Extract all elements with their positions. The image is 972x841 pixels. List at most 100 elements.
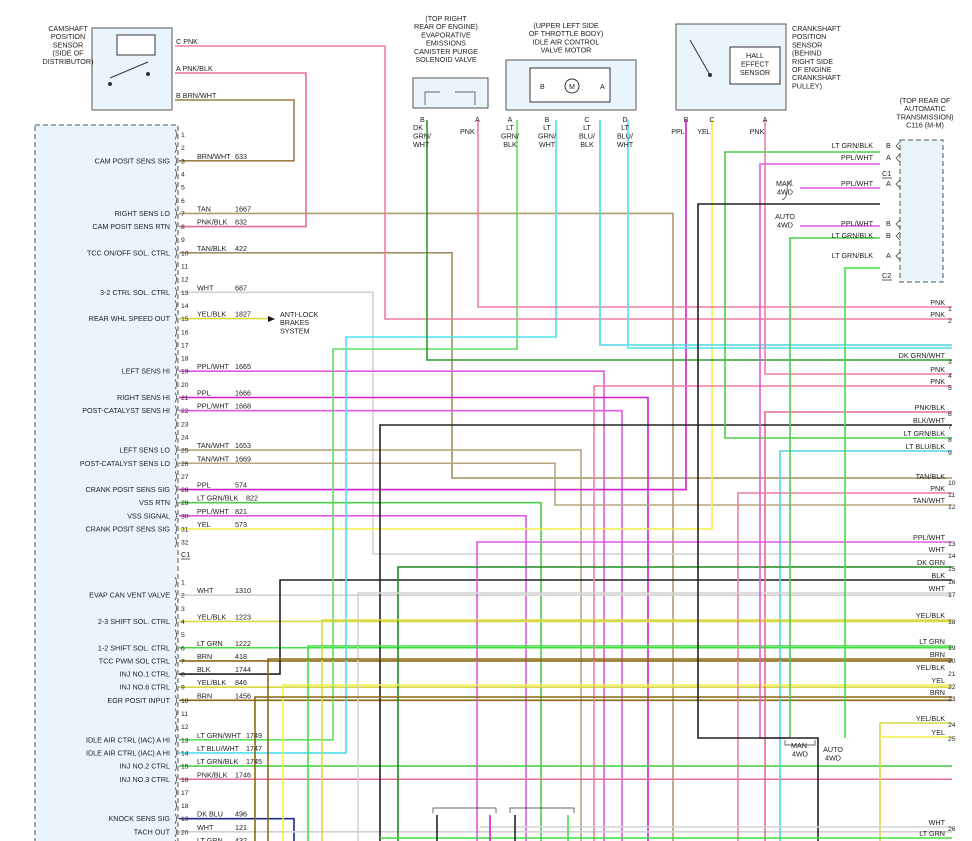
wire-yel-blk-24 xyxy=(879,722,952,841)
crank-wire-color: PNK xyxy=(750,127,765,136)
evap-wire-color: DK xyxy=(413,123,423,132)
ecm-circuit-number: 633 xyxy=(235,152,247,161)
evap-pin: A xyxy=(475,115,480,124)
ecm-pin-mark xyxy=(174,747,177,759)
ecm-pin-mark xyxy=(174,800,177,811)
right-terminal-number: 13 xyxy=(948,541,956,548)
ecm-c1-connector-label: C1 xyxy=(181,550,190,559)
ecm-pin-mark xyxy=(174,234,177,245)
ecm-pin-mark xyxy=(174,326,177,337)
right-terminal-number: 5 xyxy=(948,385,952,392)
ecm-wire-color: BLK xyxy=(197,665,211,674)
ecm-pin-number: 3 xyxy=(181,606,185,613)
ecm-circuit-number: 1310 xyxy=(235,586,251,595)
ecm-pin-number: 1 xyxy=(181,580,185,587)
right-terminal-number: 18 xyxy=(948,619,956,626)
ecm-pin-number: 16 xyxy=(181,777,189,784)
transmission-label: (TOP REAR OF xyxy=(900,96,951,105)
auto-4wd-label-bottom: 4WD xyxy=(825,753,841,762)
ecm-wire-color: WHT xyxy=(197,823,214,832)
ecm-pin-mark xyxy=(174,208,177,219)
ecm-pin-number: 21 xyxy=(181,395,189,402)
right-terminal-color: YEL xyxy=(931,728,945,737)
trans-pin: B xyxy=(886,231,891,240)
man-4wd-label: MAN. xyxy=(776,179,794,188)
ecm-pin-number: 18 xyxy=(181,356,189,363)
ecm-pin-number: 29 xyxy=(181,500,189,507)
ecm-circuit-number: 1747 xyxy=(246,744,262,753)
ecm-pin-number: 8 xyxy=(181,224,185,231)
iac-wire-color: WHT xyxy=(539,140,556,149)
wire-trans-lt-grn-blk-4 xyxy=(844,267,880,738)
ecm-wire-color: BRN xyxy=(197,652,212,661)
ecm-pin-mark xyxy=(174,431,177,443)
hall-sensor-label: SENSOR xyxy=(740,68,770,77)
right-terminal-number: 17 xyxy=(948,592,956,599)
ecm-circuit-number: 1222 xyxy=(235,639,251,648)
wire-blk-1744 xyxy=(179,579,952,675)
ecm-pin-number: 20 xyxy=(181,829,189,836)
ecm-pin-number: 13 xyxy=(181,737,189,744)
right-terminal-number: 4 xyxy=(948,373,952,380)
ecm-pin-mark xyxy=(174,576,177,588)
ecm-pin-number: 31 xyxy=(181,527,189,534)
wire-trans-lt-grn-blk-3 xyxy=(789,237,880,738)
ecm-pin-label: 1-2 SHIFT SOL. CTRL xyxy=(98,643,170,652)
trans-pin-mark xyxy=(895,153,901,163)
wire-blk-wht-7 xyxy=(379,424,952,841)
evap-wire-color: GRN/ xyxy=(413,131,431,140)
iac-pin: C xyxy=(584,115,589,124)
evap-valve-label: SOLENOID VALVE xyxy=(415,55,476,64)
ecm-pin-label: EGR POSIT INPUT xyxy=(107,696,170,705)
wire-pnk-blk-6 xyxy=(764,411,952,841)
crank-pin: A xyxy=(763,115,768,124)
motor-icon xyxy=(564,78,580,94)
ecm-pin-label: INJ NO.6 CTRL xyxy=(120,683,170,692)
ecm-circuit-number: 574 xyxy=(235,481,247,490)
crank-sensor-label: POSITION xyxy=(792,32,826,41)
wire-layer xyxy=(175,45,952,841)
trans-wire-color: PPL/WHT xyxy=(841,219,874,228)
iac-wire-color: BLK xyxy=(580,140,594,149)
antilock-label: ANTI-LOCK xyxy=(280,310,319,319)
ecm-pin-mark xyxy=(174,339,177,351)
wire-lt-blu-wht-1747 xyxy=(179,120,557,754)
wire-lt-grn-blk-8 xyxy=(724,151,952,439)
ecm-pin-mark xyxy=(174,616,177,627)
ecm-pin-number: 19 xyxy=(181,369,189,376)
transmission-label: AUTOMATIC xyxy=(904,104,946,113)
ecm-circuit-number: 1749 xyxy=(246,731,262,740)
ecm-pin-mark xyxy=(174,155,177,166)
trans-connector-label: C2 xyxy=(882,271,891,280)
trans-wire-color: PPL/WHT xyxy=(841,179,874,188)
right-terminal-color: PNK xyxy=(930,484,945,493)
ecm-wire-color: LT BLU/WHT xyxy=(197,744,240,753)
ecm-pin-mark xyxy=(174,708,177,719)
crank-sensor-label: OF ENGINE xyxy=(792,65,832,74)
ecm-pin-mark xyxy=(174,695,177,706)
iac-wire-color: LT xyxy=(543,123,551,132)
bracket-icon xyxy=(781,179,793,201)
ecm-pin-number: 5 xyxy=(181,632,185,639)
ecm-pin-number: 15 xyxy=(181,316,189,323)
ecm-pin-mark xyxy=(174,484,177,495)
ecm-pin-mark xyxy=(174,392,177,403)
ecm-pin-number: 26 xyxy=(181,461,189,468)
ecm-pin-number: 20 xyxy=(181,382,189,389)
ecm-pin-mark xyxy=(174,497,177,508)
ecm-pin-mark xyxy=(174,418,177,429)
ecm-circuit-number: 432 xyxy=(235,836,247,841)
wire-yel-22 xyxy=(282,684,952,841)
ecm-pin-label: VSS RTN xyxy=(139,498,170,507)
right-terminal-color: LT GRN xyxy=(919,829,945,838)
ecm-pin-mark xyxy=(174,458,177,469)
ecm-wire-color: LT GRN xyxy=(197,639,223,648)
wire-evap-pnk xyxy=(477,120,952,308)
wire-tan-blk-422 xyxy=(179,252,952,479)
transmission-label: TRANSMISSION) xyxy=(896,112,953,121)
transmission-box xyxy=(899,139,944,283)
right-terminal-number: 21 xyxy=(948,671,956,678)
evap-valve-label: EMISSIONS xyxy=(426,39,466,48)
ecm-wire-color: PPL/WHT xyxy=(197,402,230,411)
